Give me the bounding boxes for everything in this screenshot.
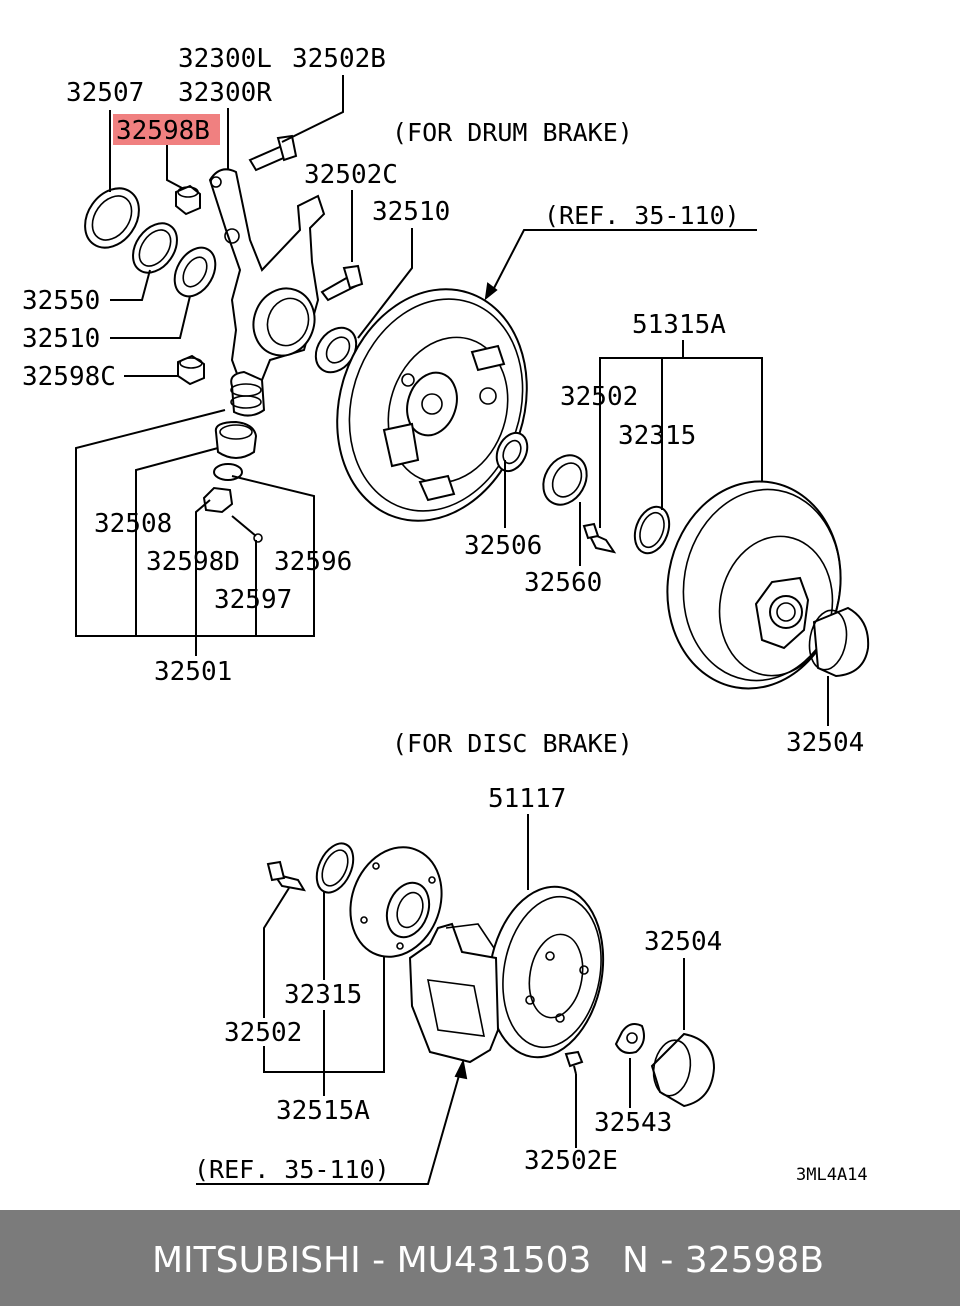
label-32502: 32502 — [560, 382, 638, 412]
bolt-32502B — [248, 134, 298, 172]
stud-32502 — [582, 522, 617, 554]
cap-32504-disc — [650, 1032, 716, 1108]
label-32598C: 32598C — [22, 362, 116, 392]
label-32515A: 32515A — [276, 1096, 370, 1126]
bolt-32502C — [320, 264, 364, 302]
steering-knuckle — [208, 168, 326, 384]
note-disc-brake: (FOR DISC BRAKE) — [392, 729, 633, 758]
label-32510: 32510 — [22, 324, 100, 354]
footer-part-number: MITSUBISHI - MU431503 — [152, 1240, 592, 1281]
cap-32504 — [808, 606, 870, 678]
drum-brake-backing-plate — [336, 288, 528, 522]
label-51315A: 51315A — [632, 310, 726, 340]
parts-diagram: 32300L 32502B 32507 32300R 32598B (FOR D… — [22, 44, 870, 1185]
leaders-disc — [196, 814, 685, 1185]
label-32543: 32543 — [594, 1108, 672, 1138]
seal-32560 — [542, 454, 588, 506]
label-32598D: 32598D — [146, 547, 240, 577]
bearing-32510 — [314, 326, 358, 374]
label-32550: 32550 — [22, 286, 100, 316]
label-32501: 32501 — [154, 657, 232, 687]
ring-32315-disc — [315, 842, 355, 894]
ball-joint — [202, 370, 266, 543]
note-ref-disc: (REF. 35-110) — [194, 1155, 390, 1184]
hub-32515A — [349, 846, 443, 958]
label-32507: 32507 — [66, 78, 144, 108]
label-32510-top: 32510 — [372, 197, 450, 227]
note-drum-brake: (FOR DRUM BRAKE) — [392, 118, 633, 147]
label-32300L: 32300L — [178, 44, 272, 74]
nut-32598B — [175, 184, 201, 216]
label-32502C: 32502C — [304, 160, 398, 190]
footer-bar: MITSUBISHI - MU431503 N - 32598B — [0, 1210, 960, 1306]
caliper — [408, 922, 500, 1064]
nut-32598C — [177, 354, 205, 386]
label-32315-disc: 32315 — [284, 980, 362, 1010]
label-32502E: 32502E — [524, 1146, 618, 1176]
stud-32502-disc — [266, 860, 306, 892]
rotor-51117 — [487, 885, 605, 1059]
seal-32507 — [84, 187, 140, 249]
diagram-code: 3ML4A14 — [796, 1165, 868, 1185]
note-ref-drum: (REF. 35-110) — [544, 201, 740, 230]
label-32598B: 32598B — [116, 116, 210, 146]
screw-32502E — [564, 1050, 584, 1075]
label-32597: 32597 — [214, 585, 292, 615]
label-32315: 32315 — [618, 421, 696, 451]
bearing-32510-left — [173, 246, 217, 298]
label-32506: 32506 — [464, 531, 542, 561]
label-32560: 32560 — [524, 568, 602, 598]
label-32502-disc: 32502 — [224, 1018, 302, 1048]
brake-drum-51315A — [666, 480, 842, 690]
label-32504: 32504 — [786, 728, 864, 758]
ring-32315 — [633, 505, 671, 555]
label-32508: 32508 — [94, 509, 172, 539]
label-32596: 32596 — [274, 547, 352, 577]
leaders-drum — [75, 75, 829, 726]
label-32300R: 32300R — [178, 78, 272, 108]
ring-32550 — [132, 222, 178, 274]
footer-ref-code: N - 32598B — [622, 1240, 825, 1281]
label-51117: 51117 — [488, 784, 566, 814]
clip-32543 — [614, 1023, 645, 1054]
label-32502B: 32502B — [292, 44, 386, 74]
label-32504-disc: 32504 — [644, 927, 722, 957]
highlight-box — [113, 114, 220, 145]
